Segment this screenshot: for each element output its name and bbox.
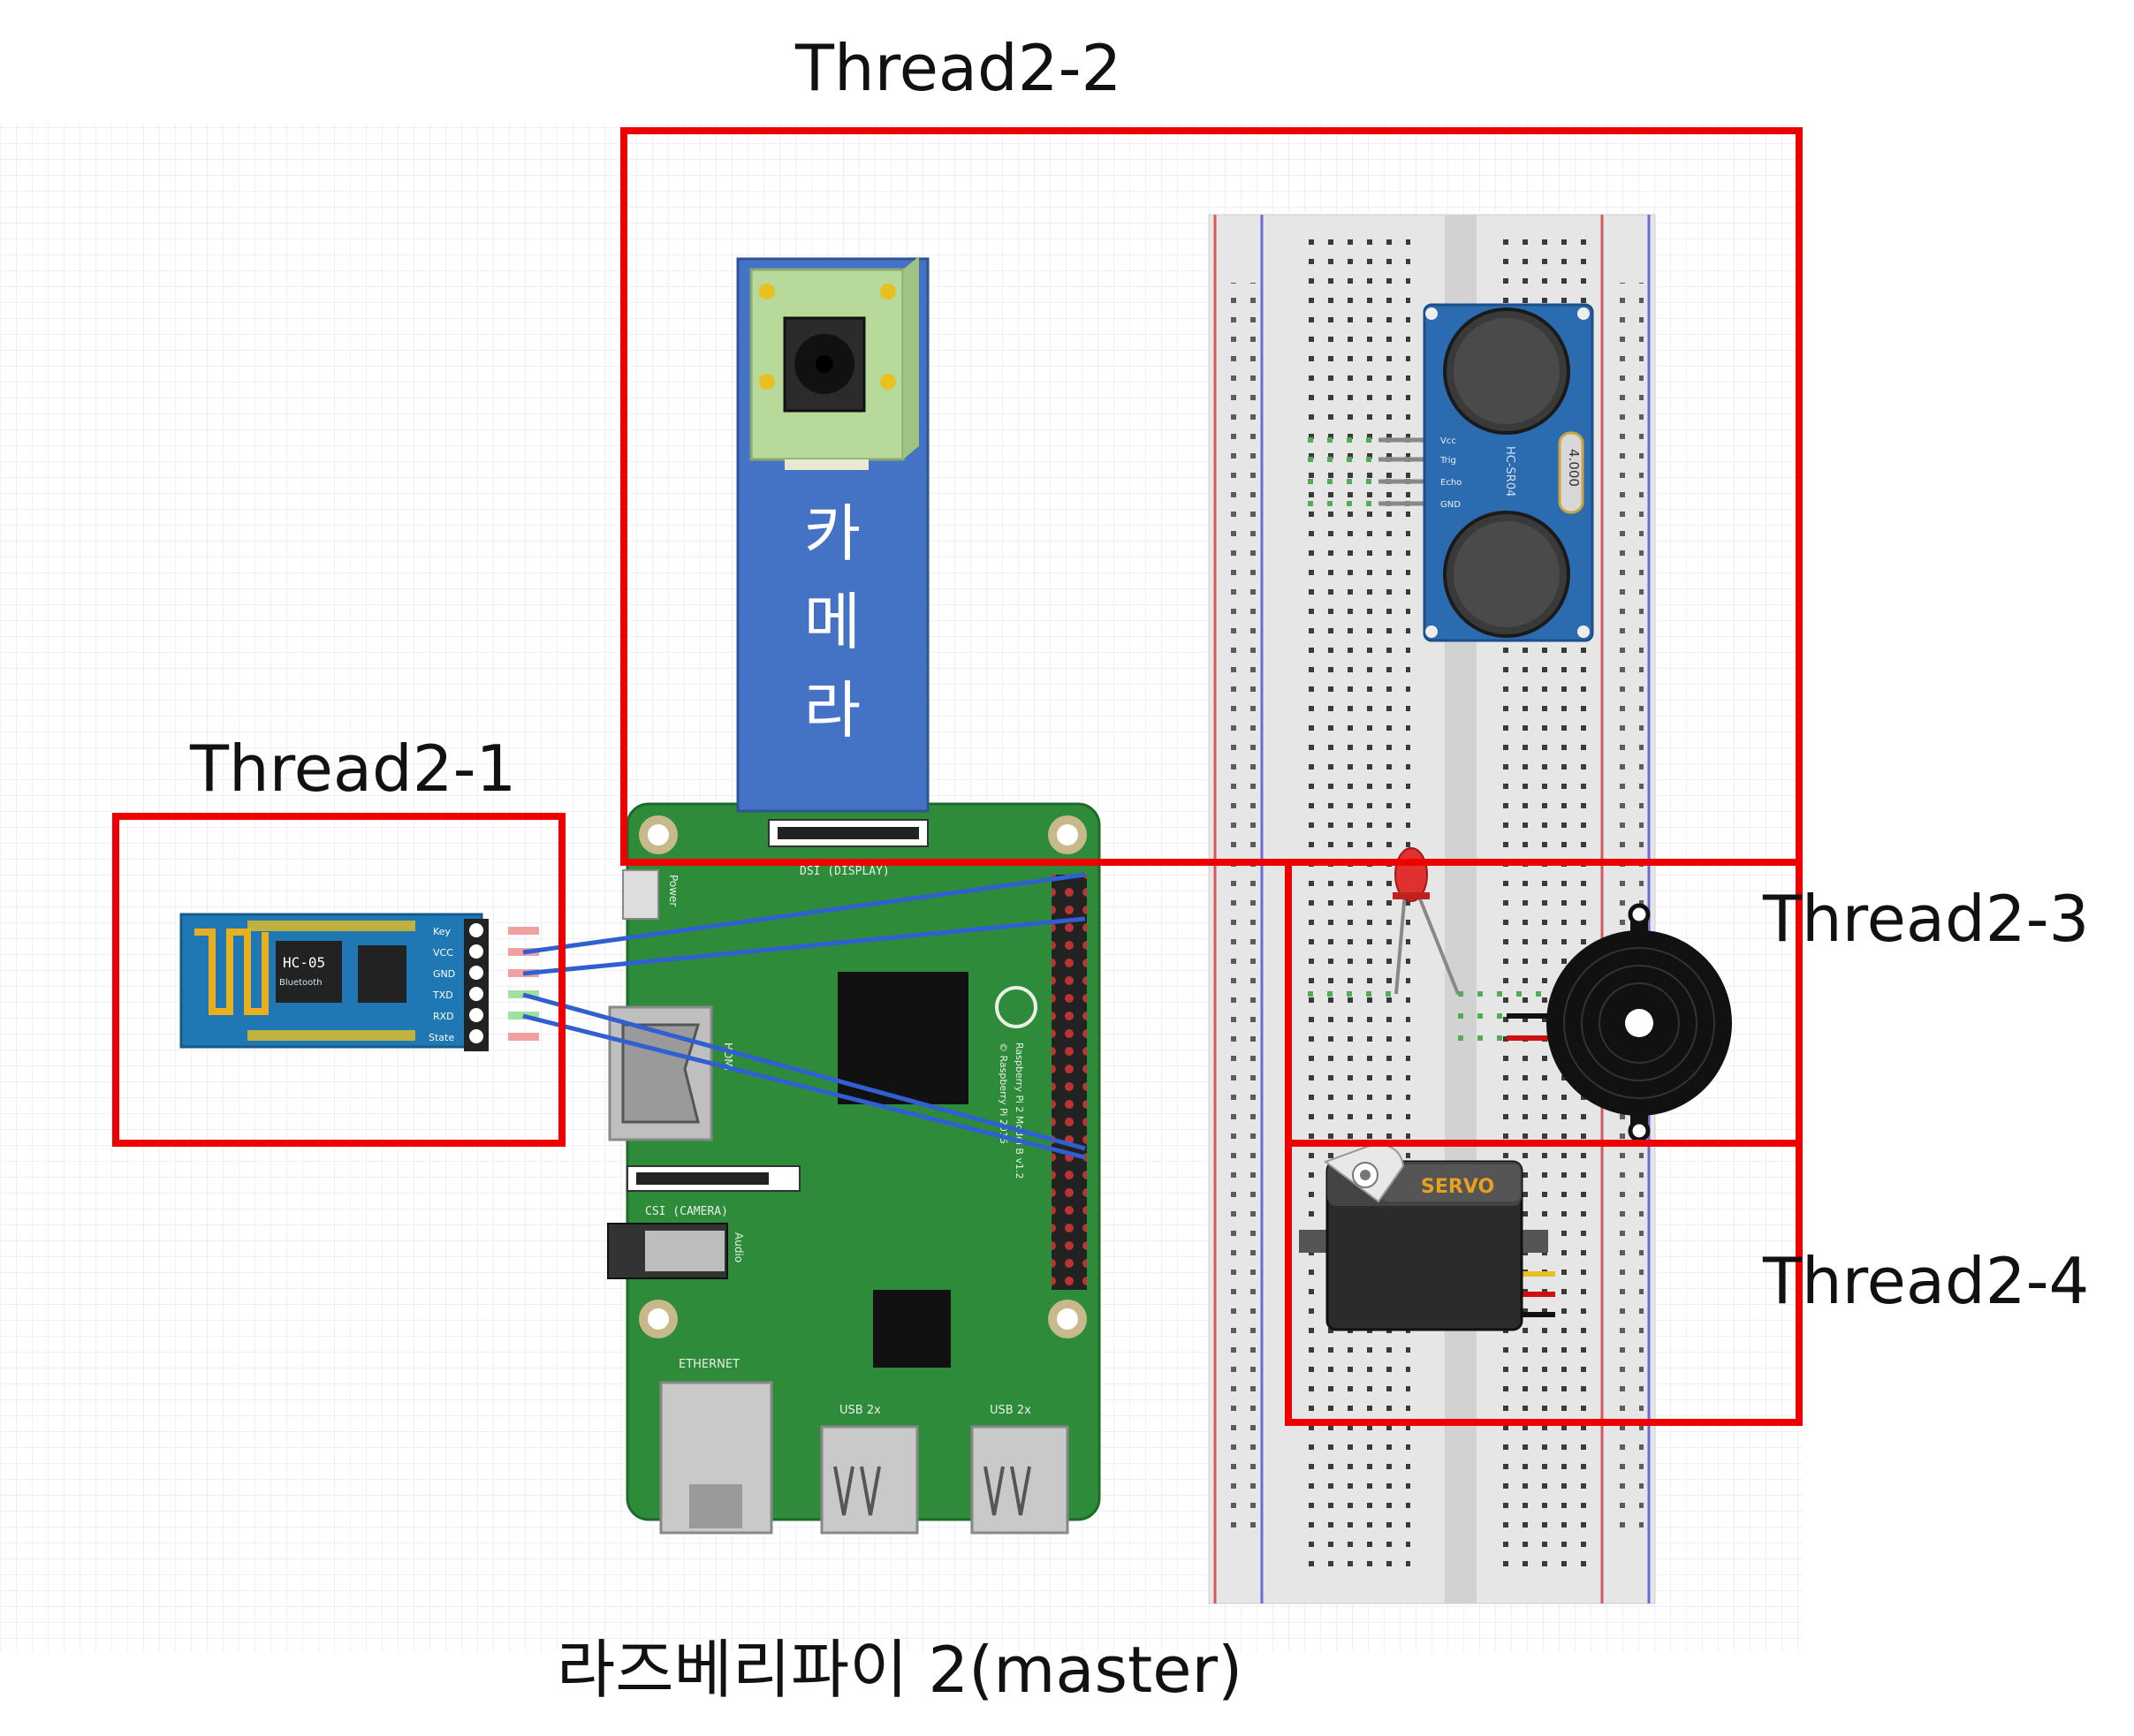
camera-label-2: 메 <box>804 586 861 658</box>
hc05-pin-rxd: RXD <box>433 1011 454 1022</box>
thread2-4-label: Thread2-4 <box>1762 1244 2089 1318</box>
ultrasonic-sensor: 4.000 HC-SR04 Vcc Trig Echo GND <box>1308 303 1594 642</box>
hc05-sub: Bluetooth <box>279 978 323 988</box>
hc05-pin-vcc: VCC <box>433 947 453 959</box>
dsi-label: DSI (DISPLAY) <box>800 865 890 878</box>
hc05-name: HC-05 <box>283 954 325 971</box>
servo-label: SERVO <box>1421 1176 1494 1198</box>
hc05-pin-txd: TXD <box>432 989 453 1001</box>
power-label: Power <box>667 875 680 906</box>
usb2-label: USB 2x <box>990 1404 1031 1417</box>
thread2-2-box <box>620 127 1803 866</box>
gpio-wires <box>522 872 1086 1160</box>
pi-copyright-label: © Raspberry Pi 2015 <box>998 1042 1009 1144</box>
sonar-pin-echo: Echo <box>1440 478 1462 488</box>
audio-label: Audio <box>733 1232 745 1262</box>
servo-motor: SERVO <box>1299 1142 1555 1331</box>
sonar-pin-vcc: Vcc <box>1440 436 1456 446</box>
thread2-1-box <box>112 813 566 1147</box>
csi-label: CSI (CAMERA) <box>645 1205 728 1218</box>
pi-model-label: Raspberry Pi 2 Model B v1.2 <box>1014 1042 1025 1179</box>
crystal-label: 4.000 <box>1566 449 1582 487</box>
sonar-name-label: HC-SR04 <box>1503 446 1516 497</box>
camera-label-3: 라 <box>804 674 861 747</box>
hc05-pin-key: Key <box>433 926 451 937</box>
raspberry-pi-label: 라즈베리파이 2(master) <box>557 1633 1242 1707</box>
thread2-3-label: Thread2-3 <box>1762 882 2089 956</box>
raspberry-pi-board: DSI (DISPLAY) Power Raspberry Pi 2 Model… <box>607 802 1101 1535</box>
piezo-buzzer <box>1458 903 1732 1142</box>
sonar-pin-trig: Trig <box>1439 456 1456 466</box>
camera-module <box>736 256 930 813</box>
hc05-pin-gnd: GND <box>433 968 455 980</box>
usb1-label: USB 2x <box>839 1404 881 1417</box>
ethernet-label: ETHERNET <box>679 1358 740 1371</box>
thread2-4-box <box>1285 1140 1803 1426</box>
red-led <box>1308 847 1555 997</box>
hc05-pin-state: State <box>429 1032 454 1043</box>
thread2-1-label: Thread2-1 <box>189 732 516 806</box>
camera-label-1: 카 <box>804 497 861 570</box>
thread2-2-label: Thread2-2 <box>794 31 1121 105</box>
bluetooth-module: HC-05 Bluetooth Key VCC GND TXD RXD Stat… <box>179 913 539 1051</box>
sonar-pin-gnd: GND <box>1440 500 1461 510</box>
